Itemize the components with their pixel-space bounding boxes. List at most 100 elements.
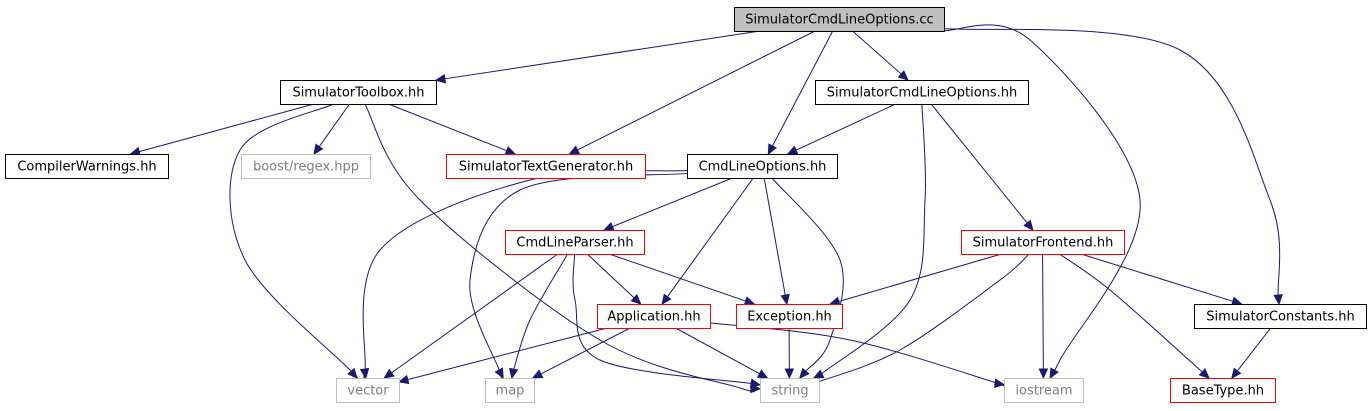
node-label-cmdlineopts: CmdLineOptions.hh (699, 160, 827, 175)
edge-arrowhead-cmdlineparser-to-application (630, 294, 642, 305)
edge-application-to-string (675, 327, 760, 375)
node-box-exception (736, 304, 843, 329)
edge-toolbox-to-string (364, 103, 755, 393)
node-vector[interactable]: vector (336, 378, 400, 403)
node-toolbox[interactable]: SimulatorToolbox.hh (280, 80, 437, 105)
node-box-frontend (961, 230, 1125, 255)
node-label-root: SimulatorCmdLineOptions.cc (745, 13, 933, 28)
node-box-textgen (446, 154, 646, 179)
edge-application-to-vector (407, 327, 608, 381)
edge-arrowhead-cmdlineparser-to-map (508, 367, 519, 380)
edge-arrowhead-cmdlineopts-to-map (494, 367, 504, 380)
node-label-vector: vector (347, 384, 389, 399)
node-scloh[interactable]: SimulatorCmdLineOptions.hh (815, 80, 1029, 105)
edge-arrowhead-cmdlineparser-to-string (749, 378, 762, 388)
edge-root-to-cmdlineopts (772, 30, 834, 147)
edge-arrowhead-scloh-to-frontend (1023, 219, 1034, 231)
edge-arrowhead-cmdlineopts-to-string (799, 367, 810, 379)
node-frontend[interactable]: SimulatorFrontend.hh (961, 230, 1125, 255)
node-box-map (485, 378, 535, 403)
edge-frontend-to-constants (1080, 253, 1234, 302)
edge-application-to-map (540, 327, 631, 375)
node-basetype[interactable]: BaseType.hh (1170, 378, 1276, 403)
node-box-basetype (1170, 378, 1276, 403)
edge-root-to-textgen (577, 30, 816, 151)
node-box-cmdlineopts (687, 154, 838, 179)
edge-cmdlineopts-to-map (469, 172, 688, 379)
edge-arrowhead-application-to-string (756, 369, 769, 379)
edge-arrowhead-toolbox-to-textgen (504, 146, 517, 155)
edge-arrowhead-root-to-cmdlineopts (767, 143, 777, 156)
edge-arrowhead-cmdlineopts-to-vector (359, 367, 370, 380)
node-box-application (597, 304, 711, 329)
node-label-scloh: SimulatorCmdLineOptions.hh (827, 86, 1018, 101)
node-compwarn[interactable]: CompilerWarnings.hh (5, 154, 169, 179)
edge-toolbox-to-regex (318, 103, 350, 147)
node-label-frontend: SimulatorFrontend.hh (973, 236, 1114, 251)
edge-arrowhead-frontend-to-basetype (1198, 368, 1210, 379)
edge-frontend-to-basetype (1059, 253, 1208, 378)
node-box-regex (241, 154, 371, 179)
node-label-constants: SimulatorConstants.hh (1206, 310, 1355, 325)
node-map[interactable]: map (485, 378, 535, 403)
node-label-iostream: iostream (1015, 384, 1072, 399)
node-box-vector (336, 378, 400, 403)
node-label-basetype: BaseType.hh (1182, 384, 1264, 399)
node-box-toolbox (280, 80, 437, 105)
edge-arrowhead-root-to-scloh (897, 70, 909, 81)
edge-application-to-iostream (709, 322, 1011, 388)
node-regex[interactable]: boost/regex.hpp (241, 154, 371, 179)
node-box-root (734, 7, 945, 32)
edge-arrowhead-root-to-constants (1273, 294, 1283, 306)
edge-toolbox-to-compwarn (139, 103, 315, 153)
node-label-string: string (771, 384, 808, 399)
edge-constants-to-basetype (1236, 327, 1272, 372)
edge-arrowhead-root-to-iostream (1049, 367, 1059, 380)
node-box-compwarn (5, 154, 169, 179)
edge-cmdlineparser-to-exception (609, 253, 746, 302)
edge-root-to-toolbox (444, 30, 761, 80)
edge-arrowhead-constants-to-basetype (1231, 367, 1242, 379)
edge-scloh-to-frontend (930, 103, 1028, 224)
edge-cmdlineparser-to-application (586, 253, 635, 299)
edge-arrowhead-cmdlineparser-to-exception (743, 296, 756, 306)
edge-arrowhead-application-to-vector (397, 374, 410, 385)
edge-arrowhead-frontend-to-constants (1230, 296, 1243, 306)
node-root: SimulatorCmdLineOptions.cc (734, 7, 945, 32)
edge-arrowhead-application-to-iostream (993, 378, 1006, 388)
edge-arrowhead-frontend-to-iostream (1038, 368, 1049, 380)
edge-cmdlineopts-to-string (771, 177, 844, 375)
edge-frontend-to-iostream (1042, 253, 1044, 370)
node-cmdlineopts[interactable]: CmdLineOptions.hh (687, 154, 838, 179)
node-label-toolbox: SimulatorToolbox.hh (292, 86, 424, 101)
node-label-regex: boost/regex.hpp (253, 160, 359, 175)
node-label-map: map (496, 384, 525, 399)
edge-arrowhead-exception-to-string (784, 368, 795, 380)
edge-scloh-to-cmdlineopts (795, 103, 896, 151)
node-string[interactable]: string (760, 378, 820, 403)
edge-arrowhead-root-to-textgen (568, 145, 581, 155)
node-label-compwarn: CompilerWarnings.hh (17, 160, 156, 175)
edge-cmdlineparser-to-vector (391, 253, 559, 374)
edge-arrowhead-cmdlineopts-to-exception (780, 293, 790, 306)
node-textgen[interactable]: SimulatorTextGenerator.hh (446, 154, 646, 179)
node-application[interactable]: Application.hh (597, 304, 711, 329)
edge-arrowhead-cmdlineparser-to-vector (383, 368, 395, 379)
edge-root-to-iostream (943, 24, 1141, 376)
edge-arrowhead-root-to-toolbox (434, 74, 447, 84)
node-exception[interactable]: Exception.hh (736, 304, 843, 329)
node-iostream[interactable]: iostream (1004, 378, 1084, 403)
node-constants[interactable]: SimulatorConstants.hh (1194, 304, 1367, 329)
node-label-textgen: SimulatorTextGenerator.hh (459, 160, 633, 175)
edge-cmdlineopts-to-cmdlineparser (612, 177, 733, 228)
edge-cmdlineparser-to-map (511, 253, 569, 376)
edge-arrowhead-cmdlineopts-to-cmdlineparser (602, 222, 615, 231)
node-box-constants (1194, 304, 1367, 329)
edge-cmdlineopts-to-application (667, 177, 754, 298)
node-box-scloh (815, 80, 1029, 105)
node-cmdlineparser[interactable]: CmdLineParser.hh (505, 230, 645, 255)
node-box-cmdlineparser (505, 230, 645, 255)
node-box-string (760, 378, 820, 403)
edge-toolbox-to-textgen (388, 103, 507, 152)
